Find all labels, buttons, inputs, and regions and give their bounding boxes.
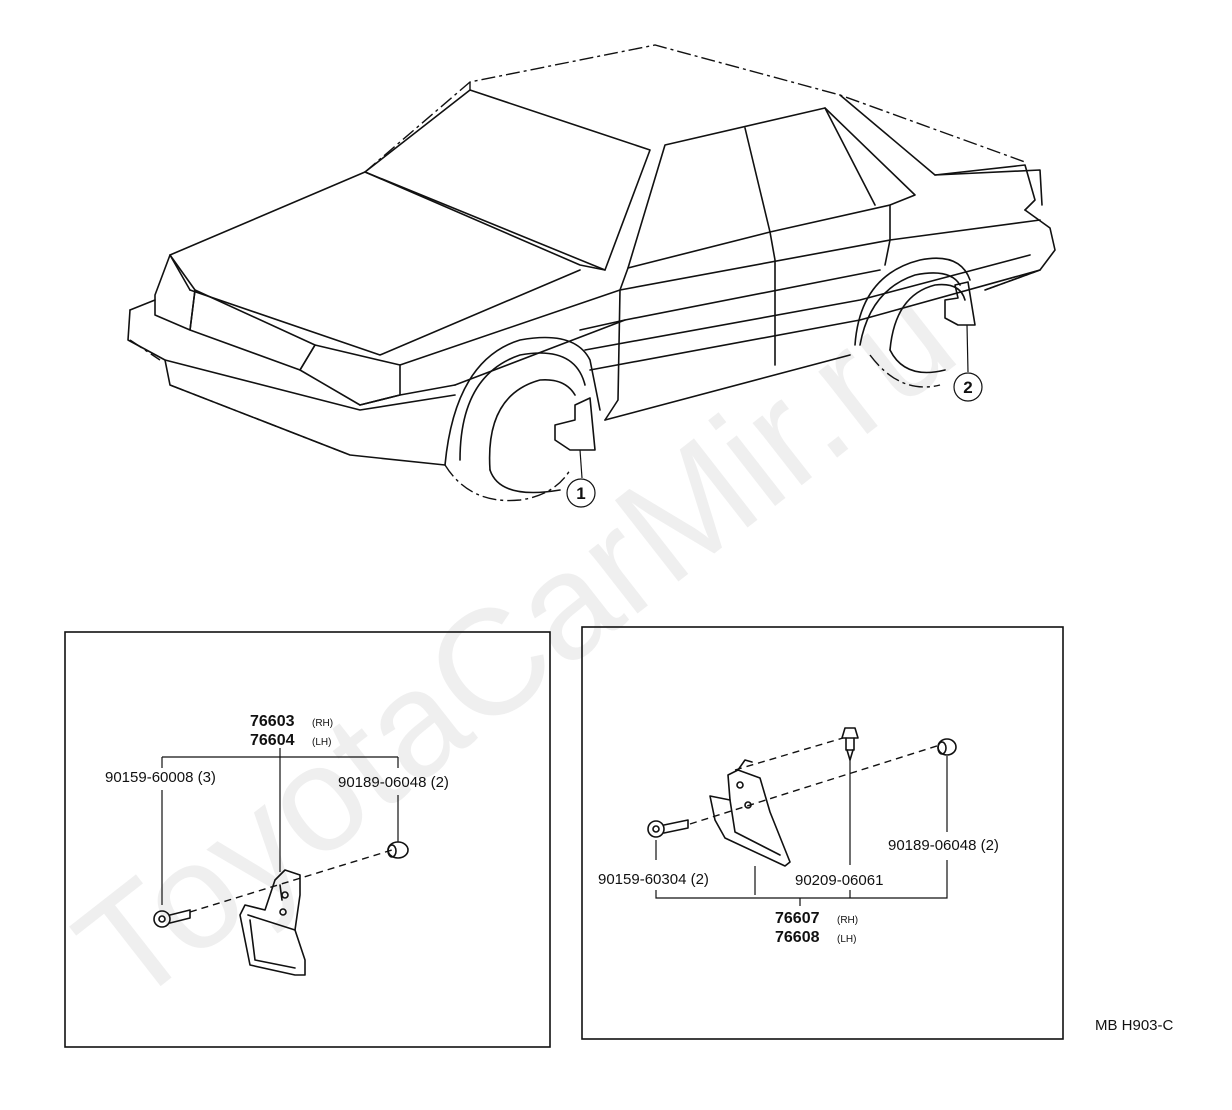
- rear-nut-label: 90189-06048 (2): [888, 837, 999, 854]
- front-wheel-arch: [444, 336, 601, 466]
- rear-mudguard-panel: 90159-60304 (2) 90209-06061 90189-06048 …: [581, 626, 1064, 1040]
- svg-text:(LH): (LH): [837, 934, 856, 945]
- rear-nut: [937, 738, 957, 832]
- svg-text:(LH): (LH): [312, 737, 331, 748]
- rear-clip-label: 90209-06061: [795, 872, 883, 889]
- right-headlamp: [299, 344, 401, 406]
- rear-clip: [841, 727, 859, 865]
- front-mudguard-panel: 76603 (RH) 76604 (LH) 90159-60008 (3) 90…: [64, 631, 551, 1048]
- front-screw: [153, 909, 191, 928]
- callout-2: 2: [953, 372, 983, 402]
- rear-mudguard-part: [709, 759, 791, 895]
- front-mudguard-part: [239, 869, 306, 976]
- front-mudguard: [554, 397, 596, 451]
- svg-text:2: 2: [963, 378, 972, 397]
- part-number-76607: 76607: [775, 910, 820, 927]
- rear-screw: [647, 819, 689, 860]
- svg-text:1: 1: [576, 484, 585, 503]
- svg-text:(RH): (RH): [312, 718, 333, 729]
- svg-text:(RH): (RH): [837, 915, 858, 926]
- front-nut: [387, 841, 409, 859]
- drawing-code: MB H903-C: [1095, 1017, 1174, 1034]
- part-number-76608: 76608: [775, 929, 820, 946]
- front-screw-label: 90159-60008 (3): [105, 769, 216, 786]
- left-headlamp: [154, 254, 196, 331]
- car-illustration: [127, 44, 1056, 502]
- front-nut-label: 90189-06048 (2): [338, 774, 449, 791]
- rear-wheel-arch: [854, 257, 971, 346]
- part-number-76603: 76603: [250, 713, 295, 730]
- rear-screw-label: 90159-60304 (2): [598, 871, 709, 888]
- rear-mudguard: [944, 281, 976, 326]
- part-number-76604: 76604: [250, 732, 295, 749]
- windshield: [364, 89, 651, 271]
- front-wheel: [444, 464, 571, 502]
- callout-1: 1: [566, 478, 596, 508]
